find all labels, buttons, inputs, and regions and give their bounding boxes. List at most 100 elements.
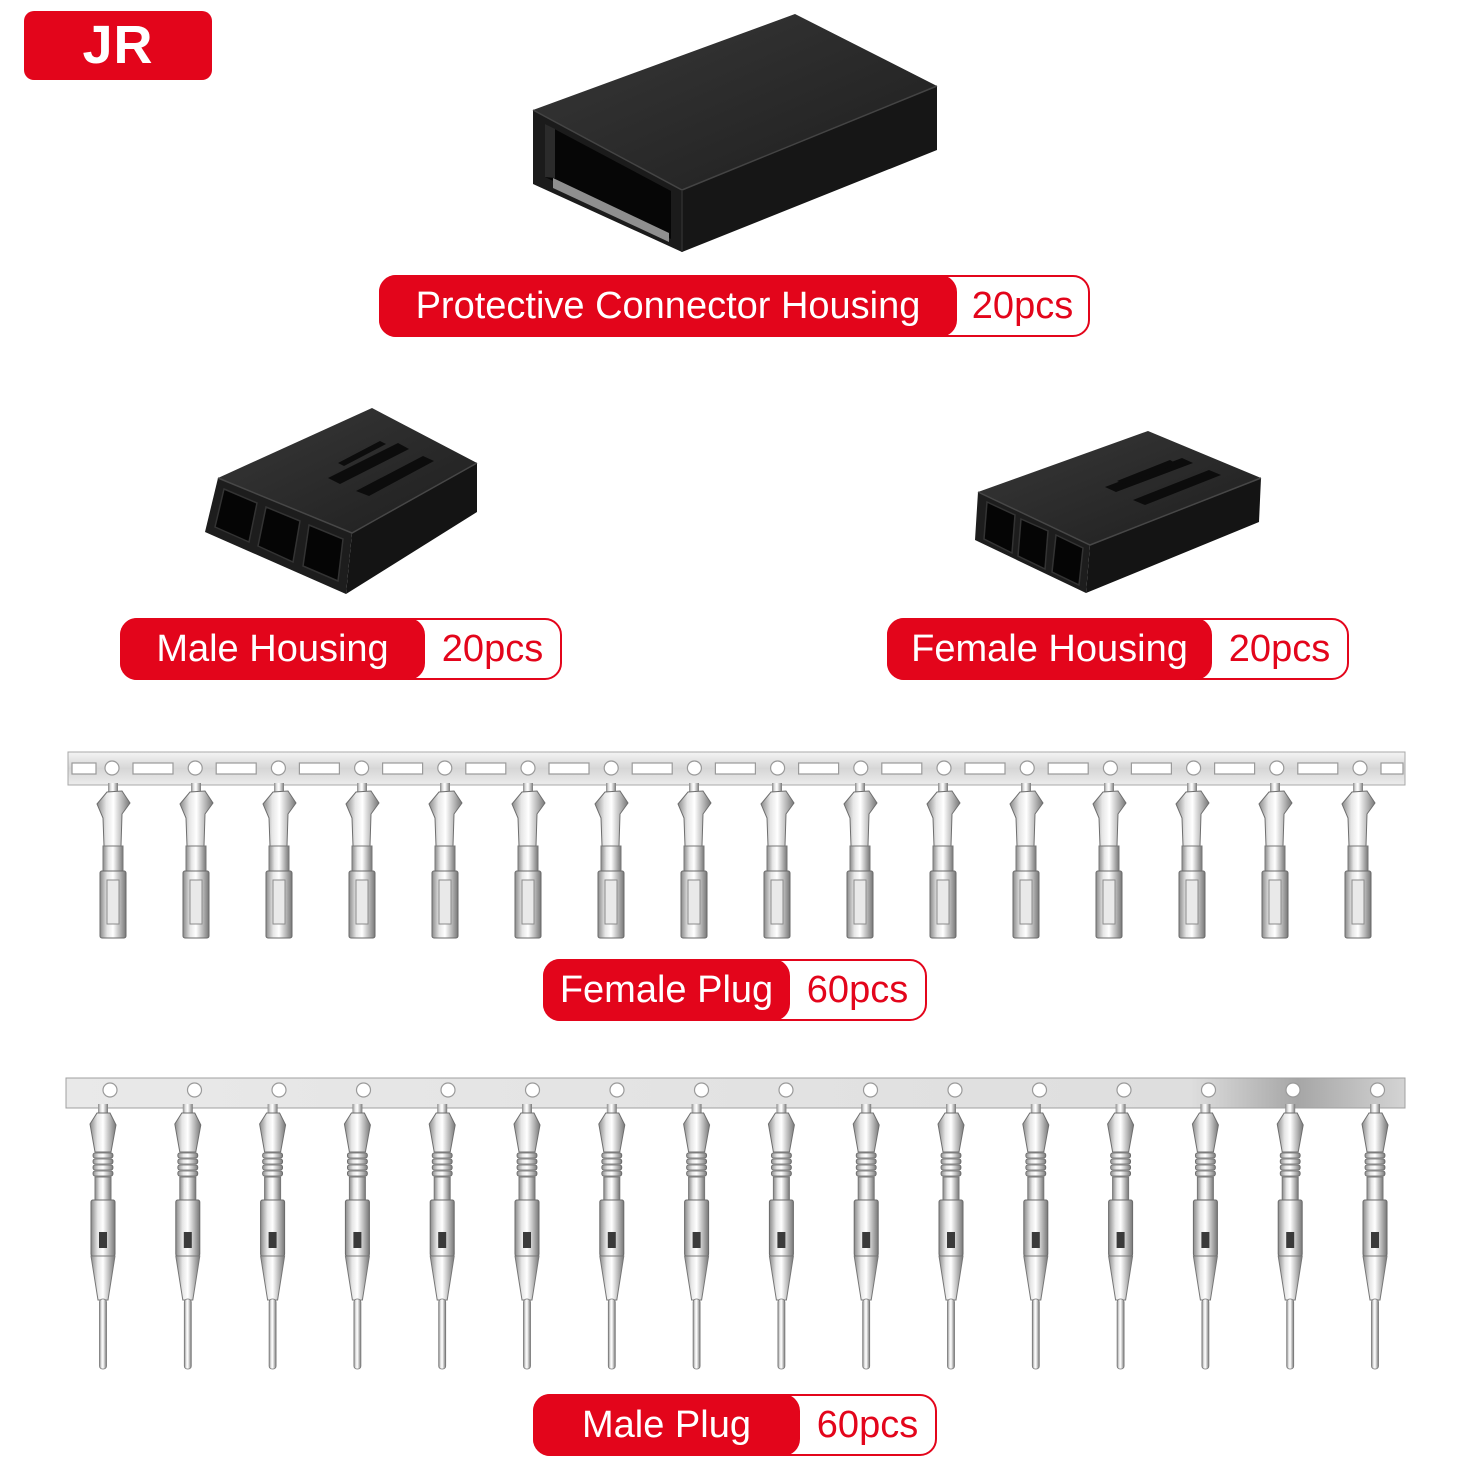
carrier-strip-hole [1185, 760, 1202, 776]
carrier-strip-slot [1297, 762, 1339, 775]
terminal-contact-window [1351, 879, 1365, 925]
carrier-strip-hole [853, 760, 869, 776]
carrier-strip-hole [520, 760, 536, 776]
terminal-ring [601, 1170, 623, 1177]
carrier-strip-hole [1269, 760, 1285, 776]
terminal-body [179, 1176, 197, 1202]
terminal-contact-window [1019, 879, 1033, 925]
carrier-strip-slot [631, 762, 673, 775]
terminal-body [1015, 845, 1037, 873]
carrier-strip-hole [1369, 1082, 1386, 1098]
terminal-ring [177, 1170, 199, 1177]
terminal-ring [516, 1170, 538, 1177]
terminal-ring [940, 1152, 962, 1159]
terminal-ring [1364, 1170, 1386, 1177]
carrier-strip-hole [1102, 760, 1119, 776]
terminal-ring [516, 1164, 538, 1171]
terminal-pin-tip [1286, 1298, 1295, 1370]
carrier-strip-slot [714, 762, 757, 775]
terminal-taper [344, 1255, 370, 1301]
terminal-contact-window [438, 879, 452, 925]
cavity-hole [983, 500, 1016, 555]
terminal-contact-hole [1031, 1232, 1040, 1248]
female-plug-carrier-strip [67, 751, 1406, 786]
terminal-ring [1025, 1152, 1047, 1159]
terminal-crimp-wings [1258, 790, 1293, 847]
female-housing-image [975, 431, 1262, 593]
terminal-contact-hole [947, 1232, 955, 1248]
carrier-strip-hole [1200, 1082, 1217, 1098]
terminal-contact-window [355, 879, 369, 925]
terminal-contact-window [189, 879, 203, 925]
carrier-strip-hole [862, 1082, 879, 1098]
terminal-pin-tip [947, 1298, 955, 1370]
female-plug-terminal [1341, 783, 1376, 939]
carrier-strip-hole [440, 1082, 456, 1098]
terminal-crimp-wings [1361, 1112, 1389, 1153]
terminal-ring [346, 1152, 368, 1159]
housing-edge-highlight [977, 477, 1262, 546]
male-plug-terminal [1022, 1104, 1050, 1370]
terminal-taper [514, 1255, 540, 1301]
female-plug-terminal [1175, 783, 1210, 939]
housing-inner-wall [545, 124, 555, 178]
female-plug-terminal [926, 783, 961, 939]
terminal-crimp-wings [96, 790, 131, 847]
terminal-taper [90, 1255, 116, 1301]
terminal-ring [177, 1158, 199, 1165]
housing-edge-highlight [217, 462, 478, 534]
terminal-neck [1200, 1104, 1211, 1116]
latch-groove [1117, 460, 1177, 484]
male-plug-terminal [89, 1104, 117, 1370]
terminal-ring [1025, 1170, 1047, 1177]
housing-side-face [346, 463, 477, 594]
terminal-ring [1195, 1158, 1216, 1165]
terminal-ring [1279, 1164, 1301, 1171]
carrier-strip-slot [382, 762, 424, 775]
terminal-body [351, 845, 373, 873]
cavity-hole [1017, 517, 1049, 571]
terminal-contact-window [687, 879, 701, 925]
terminal-crimp-wings [1175, 790, 1210, 847]
terminal-crimp-wings [262, 790, 297, 847]
male-plug-terminal [937, 1104, 965, 1370]
terminal-body [772, 1176, 790, 1202]
female-plug-terminal [96, 783, 131, 939]
terminal-ring [177, 1164, 199, 1171]
terminal-crimp-wings [174, 1112, 202, 1153]
terminal-ring [1364, 1158, 1386, 1165]
terminal-ring [940, 1164, 962, 1171]
protective-connector-housing-label: Protective Connector Housing 20pcs [379, 275, 1090, 337]
housing-side-face [1086, 478, 1261, 593]
terminal-ring [1025, 1158, 1047, 1165]
terminal-contact-hole [99, 1232, 107, 1248]
brand-badge: JR [24, 11, 212, 80]
female-plug-terminal [345, 783, 380, 939]
terminal-crimp-wings [598, 1112, 626, 1153]
terminal-taper [175, 1255, 201, 1301]
carrier-strip-hole [947, 1082, 963, 1098]
terminal-crimp-wings [926, 790, 961, 847]
terminal-crimp-wings [1009, 790, 1044, 847]
terminal-body [942, 1176, 960, 1202]
terminal-crimp-wings [1191, 1112, 1219, 1153]
terminal-neck [1104, 783, 1114, 793]
terminal-taper [1362, 1255, 1388, 1301]
terminal-ring [855, 1152, 877, 1159]
terminal-ring [262, 1170, 284, 1177]
housing-side-face [682, 86, 937, 252]
terminal-body [518, 1176, 536, 1202]
terminal-taper [1192, 1255, 1218, 1301]
carrier-strip-hole [778, 1082, 794, 1098]
terminal-ring [262, 1152, 284, 1159]
terminal-neck [267, 1104, 278, 1116]
terminal-crimp-wings [594, 790, 629, 847]
terminal-body [1281, 1176, 1299, 1202]
terminal-contact-hole [862, 1232, 871, 1248]
male-plug-label: Male Plug 60pcs [533, 1394, 937, 1456]
terminal-pin-tip [692, 1298, 701, 1370]
terminal-neck [522, 1104, 532, 1116]
carrier-strip-hole [936, 760, 952, 776]
carrier-strip-slot [1130, 762, 1173, 775]
terminal-taper [684, 1255, 710, 1301]
